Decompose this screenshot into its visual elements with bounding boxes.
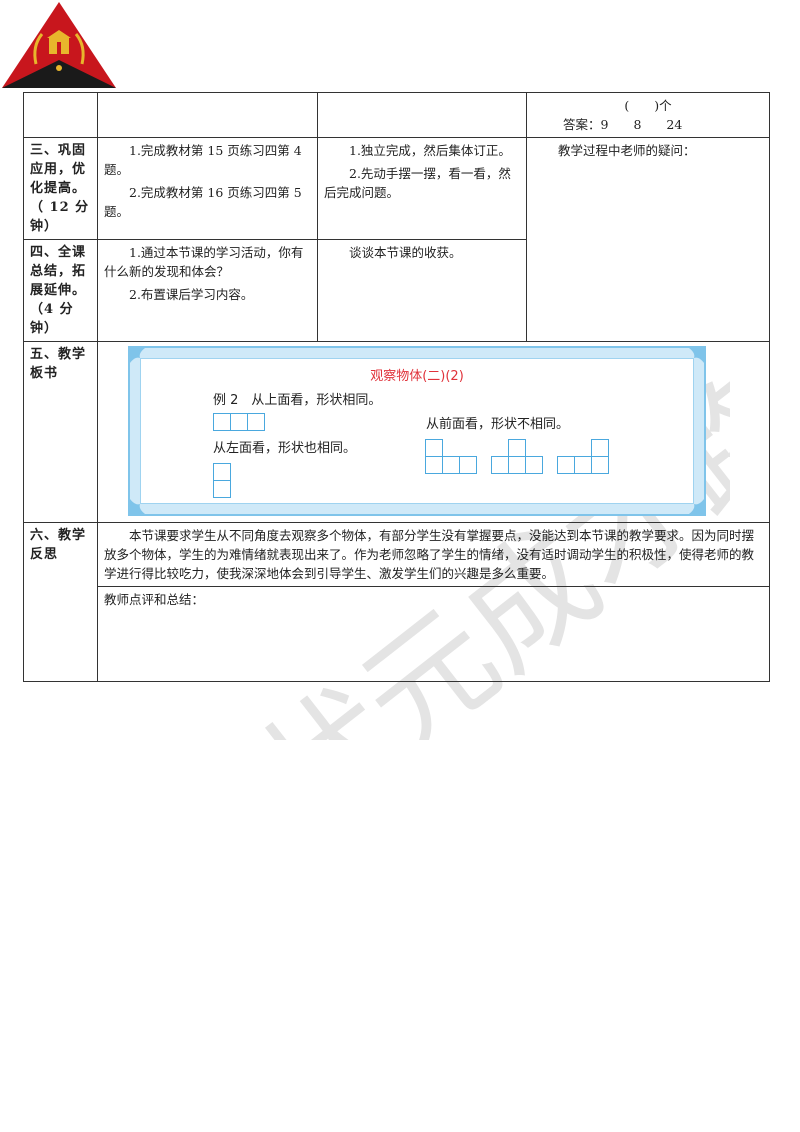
teacher-item: 1.完成教材第 15 页练习四第 4 题。 [104, 143, 302, 177]
table-row: 五、教学板书 观察物体(二)(2) 例 2 从上面看，形状相同。 从左面看，形状… [23, 341, 770, 523]
board-title: 观察物体(二)(2) [370, 369, 464, 384]
answer-blank: ( )个 [624, 98, 672, 113]
teacher-item: 2.布置课后学习内容。 [129, 287, 254, 302]
front-view-shape-1 [425, 439, 477, 474]
corner-ornament [128, 346, 148, 366]
notes-label: 教学过程中老师的疑问： [558, 143, 696, 158]
student-activity-cell: 1.独立完成，然后集体订正。 2.先动手摆一摆，看一看，然后完成问题。 [317, 137, 527, 240]
table-row: 三、巩固应用，优化提高。（ 12 分钟） 1.完成教材第 15 页练习四第 4 … [23, 137, 770, 342]
table-row: 四、全课总结，拓展延伸。（4 分钟） 1.通过本节课的学习活动，你有什么新的发现… [23, 239, 770, 342]
front-view-shape-2 [491, 439, 543, 474]
comment-label: 教师点评和总结： [104, 592, 205, 607]
student-item: 谈谈本节课的收获。 [349, 245, 462, 260]
reflection-text: 本节课要求学生从不同角度去观察多个物体，有部分学生没有掌握要点，没能达到本节课的… [104, 528, 755, 581]
student-item: 2.先动手摆一摆，看一看，然后完成问题。 [324, 166, 511, 200]
teacher-item: 1.通过本节课的学习活动，你有什么新的发现和体会？ [104, 245, 304, 279]
school-crest-logo [2, 2, 116, 88]
front-view-shape-3 [557, 439, 609, 474]
teacher-activity-cell: 1.通过本节课的学习活动，你有什么新的发现和体会？ 2.布置课后学习内容。 [97, 239, 318, 342]
corner-ornament [686, 346, 706, 366]
table-row: ( )个 答案：9 8 24 [23, 92, 770, 138]
reflection-cell: 本节课要求学生从不同角度去观察多个物体，有部分学生没有掌握要点，没能达到本节课的… [97, 522, 770, 587]
stage-label: 五、教学板书 [23, 341, 98, 523]
student-item: 1.独立完成，然后集体订正。 [349, 143, 511, 158]
corner-ornament [128, 496, 148, 516]
student-activity-cell: 谈谈本节课的收获。 [317, 239, 527, 342]
left-view-shape [213, 463, 231, 498]
table-row: 六、教学反思 本节课要求学生从不同角度去观察多个物体，有部分学生没有掌握要点，没… [23, 522, 770, 682]
teacher-item: 2.完成教材第 16 页练习四第 5 题。 [104, 185, 302, 219]
board-example: 例 2 从上面看，形状相同。 [213, 393, 382, 408]
stage-label: 四、全课总结，拓展延伸。（4 分钟） [23, 239, 98, 342]
stage-label: 三、巩固应用，优化提高。（ 12 分钟） [23, 137, 98, 240]
board-left-view: 从左面看，形状也相同。 [213, 441, 357, 456]
blackboard-frame: 观察物体(二)(2) 例 2 从上面看，形状相同。 从左面看，形状也相同。 从 [128, 346, 706, 516]
stage-label: 六、教学反思 [23, 522, 98, 682]
answer-text: 答案：9 8 24 [563, 117, 683, 132]
top-view-shape [213, 413, 265, 431]
comment-cell: 教师点评和总结： [97, 586, 770, 682]
answer-cell: ( )个 答案：9 8 24 [526, 92, 770, 138]
table-row: 教师点评和总结： [24, 586, 770, 682]
blackboard-cell: 观察物体(二)(2) 例 2 从上面看，形状相同。 从左面看，形状也相同。 从 [97, 341, 770, 523]
lesson-plan-table: ( )个 答案：9 8 24 三、巩固应用，优化提高。（ 12 分钟） 1.完成… [23, 92, 770, 682]
notes-cell: 教学过程中老师的疑问： [526, 137, 770, 342]
board-front-view: 从前面看，形状不相同。 [426, 417, 570, 432]
teacher-activity-cell: 1.完成教材第 15 页练习四第 4 题。 2.完成教材第 16 页练习四第 5… [97, 137, 318, 240]
corner-ornament [686, 496, 706, 516]
